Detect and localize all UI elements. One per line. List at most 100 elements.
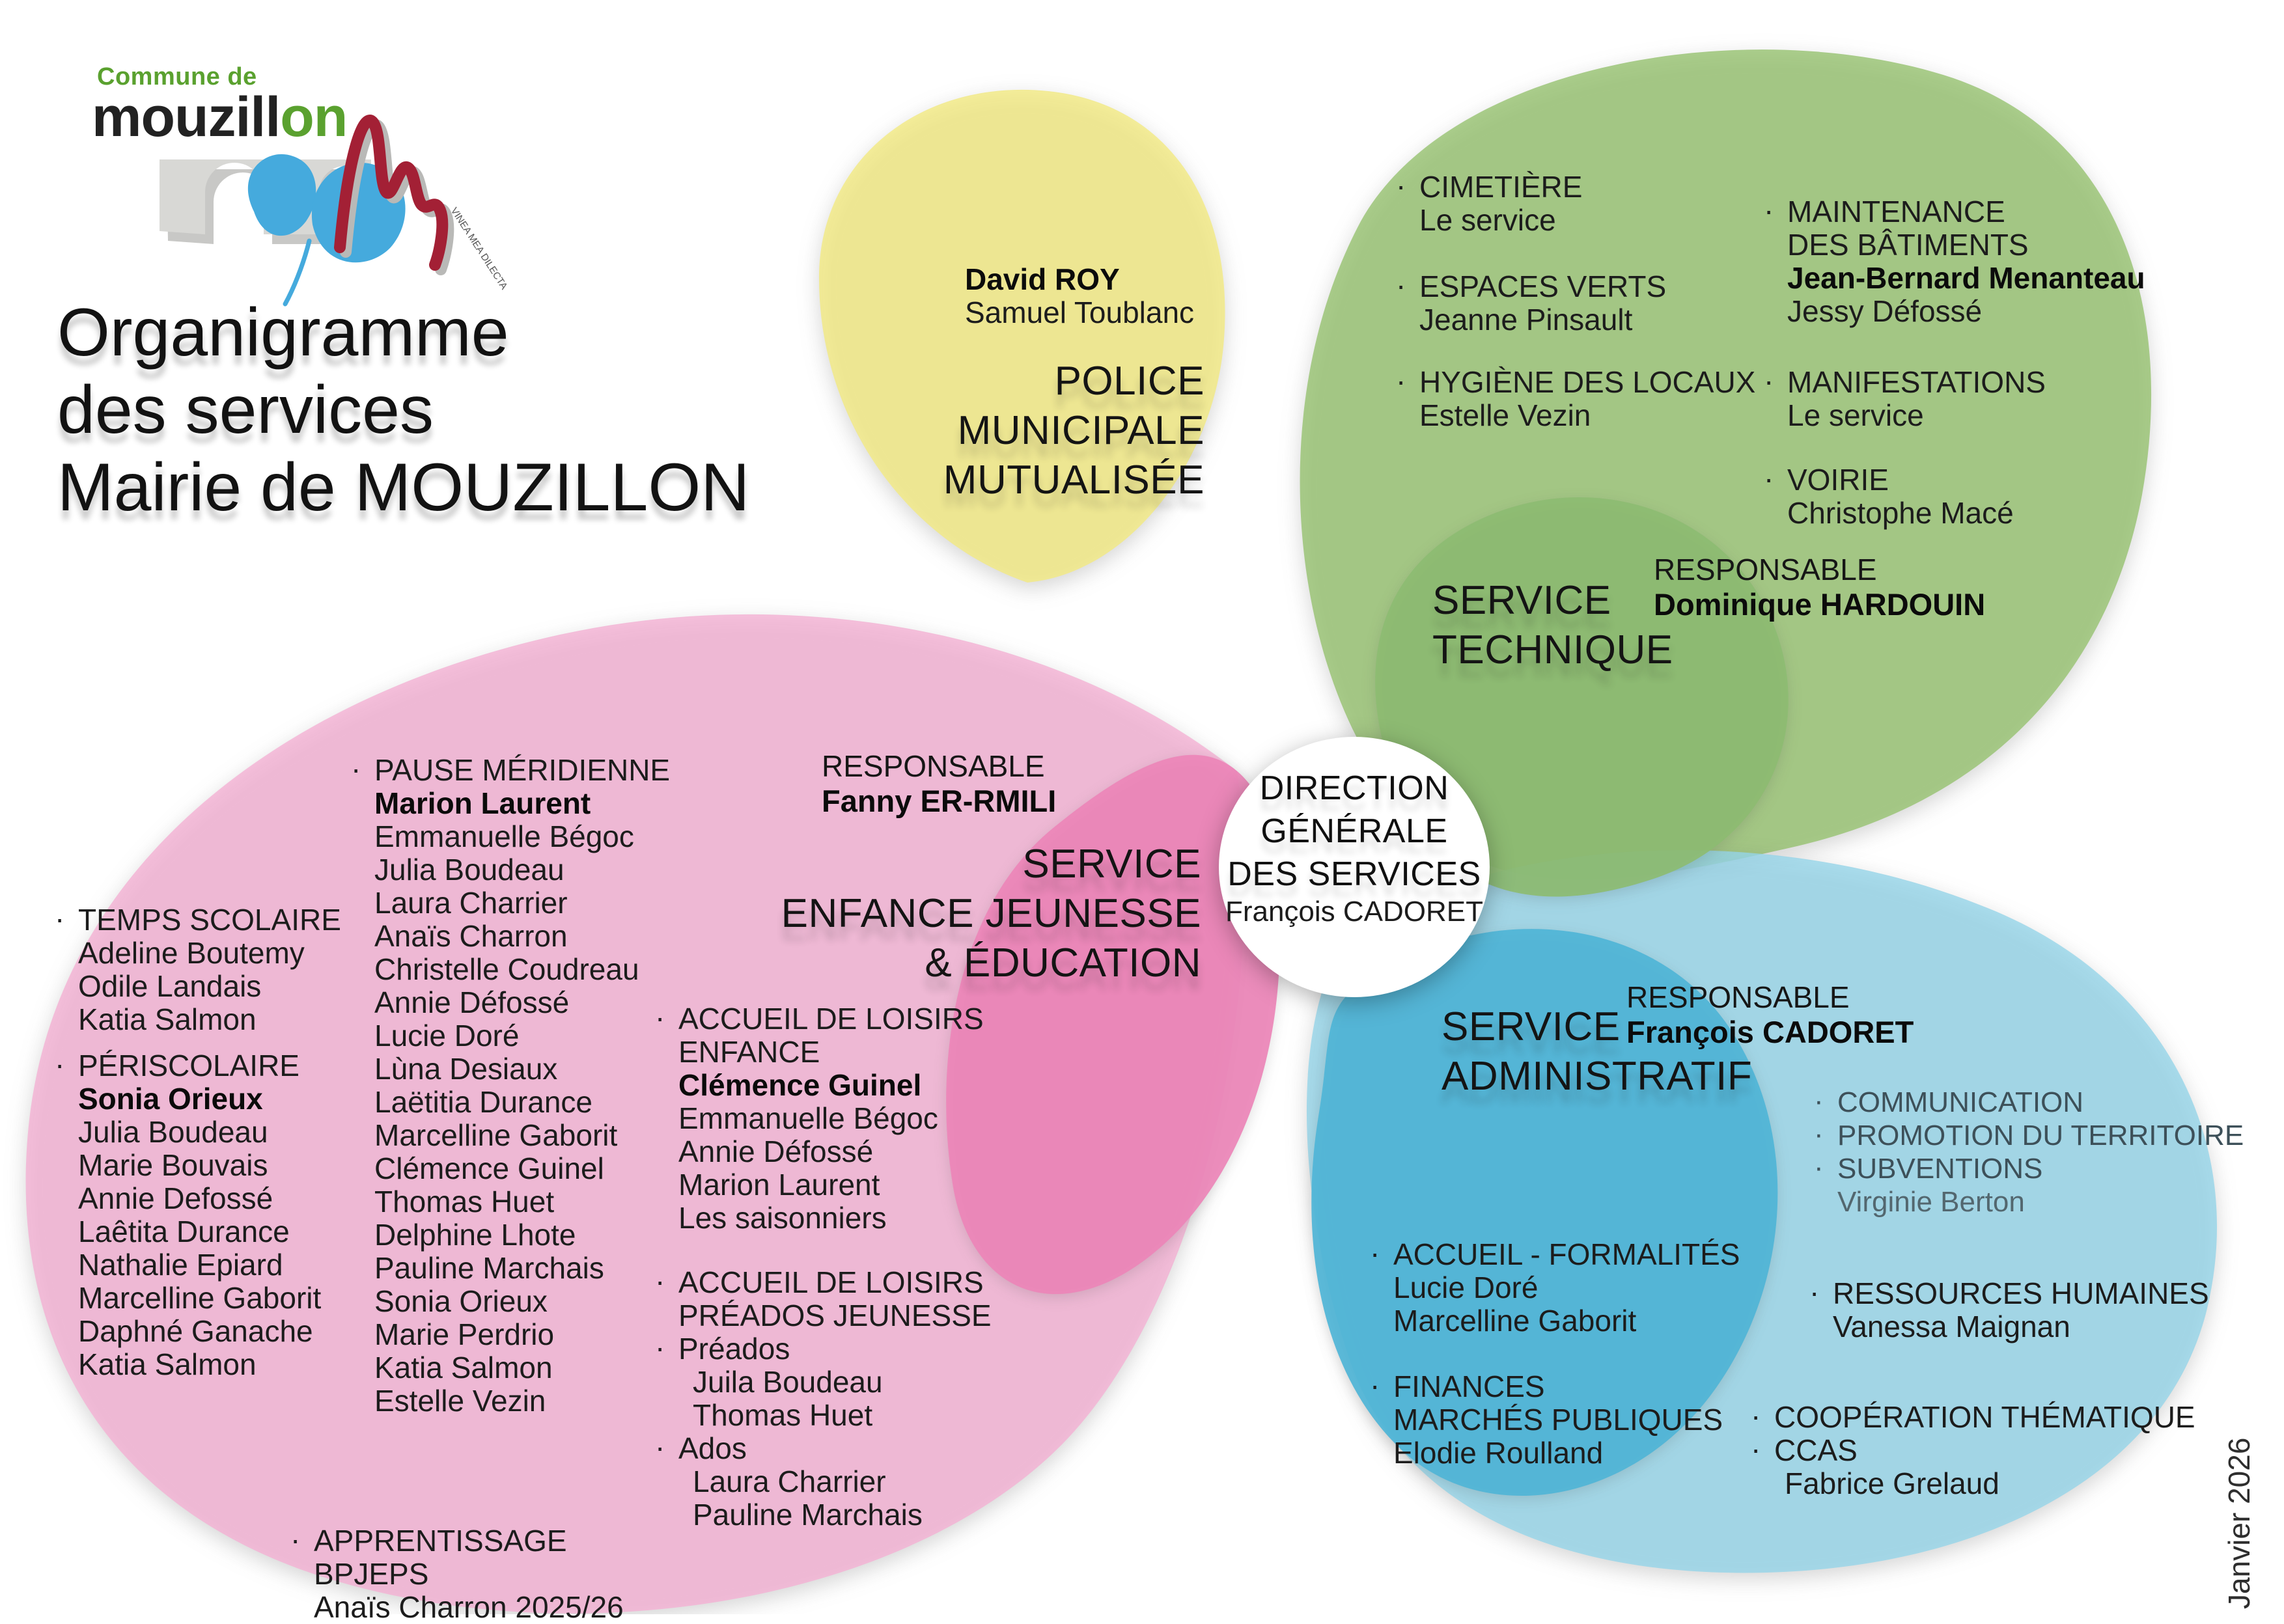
service-group-manifestations: ·MANIFESTATIONS Le service	[1764, 365, 2046, 432]
commune-logo: VINEA MEA DILECTA Commune de mouzillon	[81, 55, 550, 307]
staff-name: Estelle Vezin	[1419, 398, 1591, 432]
bullet-icon: ·	[351, 752, 361, 786]
bullet-icon: ·	[1764, 461, 1774, 495]
petal-title-technique: SERVICE TECHNIQUE	[1432, 578, 1673, 672]
staff-list: Anaïs Charron 2025/26	[314, 1591, 624, 1624]
staff-name: Laura Charrier	[374, 886, 568, 920]
staff-name: Lucie Doré	[374, 1019, 520, 1053]
bullet-icon: ·	[290, 1522, 301, 1556]
bullet-icon: ·	[655, 1430, 665, 1464]
responsable-name: Dominique HARDOUIN	[1654, 587, 1986, 622]
bullet-icon: ·	[1751, 1432, 1761, 1466]
lead-name: Clémence Guinel	[678, 1068, 922, 1102]
group-header: HYGIÈNE DES LOCAUX	[1419, 365, 1756, 399]
staff-name: Marcelline Gaborit	[78, 1281, 322, 1315]
petal-title-police: POLICE MUNICIPALE MUTUALISÉE	[943, 359, 1205, 502]
staff-name: Katia Salmon	[78, 1002, 257, 1036]
staff-name: Adeline Boutemy	[78, 936, 305, 970]
staff-name: Anaïs Charron	[374, 919, 568, 953]
staff-name: Pauline Marchais	[374, 1251, 604, 1285]
staff-name: Juila Boudeau	[693, 1365, 883, 1399]
staff-list: Christophe Macé	[1787, 497, 2014, 530]
group-header: MAINTENANCE	[1787, 195, 2005, 228]
staff-name: Elodie Roulland	[1393, 1436, 1604, 1470]
staff-name: Virginie Berton	[1837, 1186, 2025, 1218]
service-group-alsh-preados: ·ACCUEIL DE LOISIRS PRÉADOS JEUNESSE ·Pr…	[655, 1265, 992, 1532]
logo-name: mouzillon	[92, 86, 348, 148]
staff-name: Lucie Doré	[1393, 1271, 1539, 1304]
logo-m-icon	[334, 115, 449, 271]
staff-list: Elodie Roulland	[1393, 1437, 1723, 1470]
staff-name: Annie Defossé	[78, 1181, 273, 1215]
bullet-icon: ·	[1764, 193, 1774, 227]
group-header: TEMPS SCOLAIRE	[78, 903, 341, 937]
service-group-espaces-verts: ·ESPACES VERTS Jeanne Pinsault	[1396, 269, 1666, 337]
staff-name: Lùna Desiaux	[374, 1052, 558, 1086]
staff-name: Laura Charrier	[693, 1465, 886, 1498]
logo-graphic: VINEA MEA DILECTA	[160, 115, 510, 307]
logo-motto: VINEA MEA DILECTA	[449, 206, 510, 292]
group-header: PÉRISCOLAIRE	[78, 1049, 299, 1082]
staff-list: Vanessa Maignan	[1833, 1310, 2209, 1343]
lead-name: Sonia Orieux	[78, 1082, 263, 1116]
staff-list: Le service	[1787, 399, 2046, 432]
staff-name: Nathalie Epiard	[78, 1248, 283, 1282]
bullet-icon: ·	[655, 1264, 665, 1298]
staff-list: Le service	[1419, 204, 1582, 237]
responsable-name: Fanny ER-RMILI	[822, 784, 1057, 818]
sub-group-label: Préados	[678, 1332, 790, 1366]
responsable-administratif: RESPONSABLE François CADORET	[1626, 980, 1914, 1050]
leaf-stem	[283, 238, 312, 307]
staff-name: Jeanne Pinsault	[1419, 303, 1633, 337]
bullet-icon: ·	[55, 1047, 65, 1081]
hub-line: GÉNÉRALE	[1260, 812, 1448, 850]
staff-name: Christophe Macé	[1787, 496, 2014, 530]
logo-kicker: Commune de	[97, 63, 257, 90]
responsable-label: RESPONSABLE	[1654, 553, 1877, 586]
gray-item: ·COMMUNICATION	[1814, 1085, 2084, 1118]
staff-name: Emmanuelle Bégoc	[374, 819, 634, 853]
center-circle	[1219, 737, 1490, 997]
bullet-icon: ·	[1814, 1151, 1824, 1183]
group-header: ·CCAS	[1751, 1432, 1858, 1467]
direction-generale: DIRECTION GÉNÉRALE DES SERVICES François…	[1223, 767, 1486, 928]
service-group-rh: ·RESSOURCES HUMAINES Vanessa Maignan	[1809, 1276, 2209, 1343]
police-staff: David ROY Samuel Toublanc	[965, 263, 1194, 329]
hub-line: DES SERVICES	[1227, 855, 1481, 893]
service-group-cimetiere: · CIMETIÈRE Le service	[1396, 169, 1583, 237]
service-group-pause-meridienne: ·PAUSE MÉRIDIENNE Marion Laurent Emmanue…	[351, 752, 670, 1418]
title-line: Mairie de MOUZILLON	[57, 450, 750, 525]
bullet-icon: ·	[1396, 364, 1406, 398]
petal-police-yellow	[818, 89, 1225, 583]
service-group-communication: ·COMMUNICATION·PROMOTION DU TERRITOIRE·S…	[1814, 1085, 2244, 1218]
staff-name: Katia Salmon	[374, 1351, 553, 1384]
staff-name: Delphine Lhote	[374, 1218, 576, 1252]
staff-name: Annie Défossé	[374, 985, 570, 1019]
bullet-icon: ·	[1396, 169, 1406, 202]
title-line: Organigramme	[57, 295, 509, 370]
group-header: DES BÂTIMENTS	[1787, 228, 2029, 262]
group-header: ACCUEIL DE LOISIRS	[678, 1002, 984, 1036]
staff-name: Thomas Huet	[693, 1398, 873, 1432]
staff-name: Marion Laurent	[678, 1168, 880, 1202]
bullet-icon: ·	[1751, 1399, 1761, 1433]
group-header: BPJEPS	[314, 1557, 429, 1591]
gray-item: ·SUBVENTIONS	[1814, 1151, 2043, 1185]
bullet-icon: ·	[1396, 268, 1406, 302]
staff-name: Marie Bouvais	[78, 1148, 268, 1182]
group-header: CIMETIÈRE	[1419, 170, 1583, 204]
responsable-enfance: RESPONSABLE Fanny ER-RMILI	[822, 749, 1056, 819]
bullet-icon: ·	[1764, 364, 1774, 398]
group-header: PRÉADOS JEUNESSE	[678, 1299, 992, 1332]
staff-list: Estelle Vezin	[1419, 399, 1755, 432]
staff-name: Thomas Huet	[374, 1185, 555, 1218]
responsable-label: RESPONSABLE	[1626, 980, 1850, 1014]
